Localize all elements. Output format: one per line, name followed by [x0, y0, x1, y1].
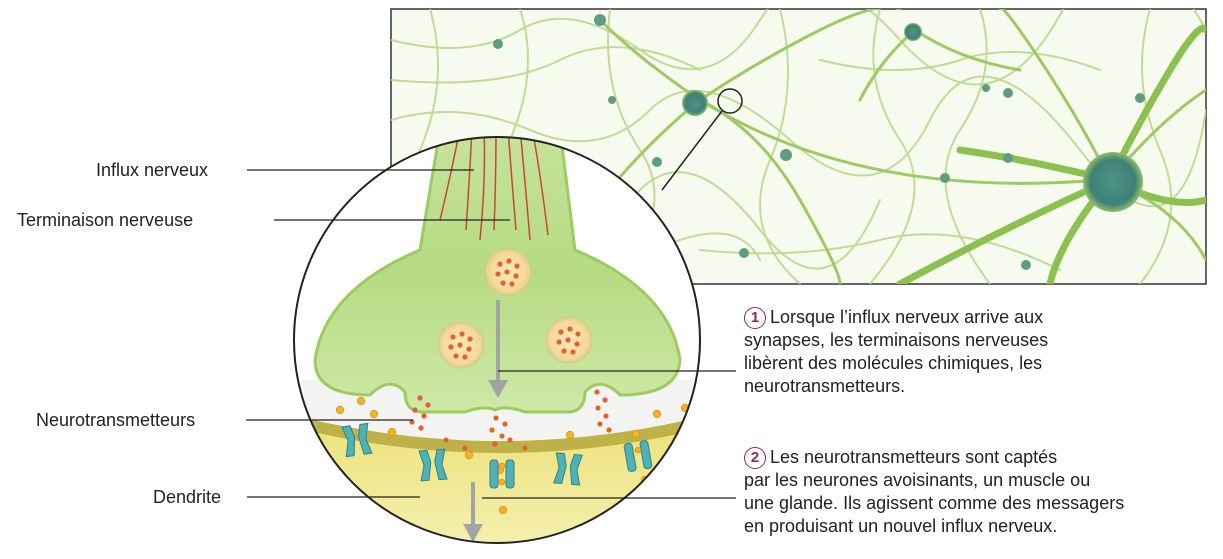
zoom-connector-line — [661, 110, 723, 191]
step-1-text-line-4: neurotransmetteurs. — [744, 376, 906, 396]
release-arrow — [488, 300, 508, 398]
step-1-badge: 1 — [744, 307, 766, 329]
signal-arrow — [463, 482, 483, 542]
label-dendrite: Dendrite — [153, 487, 222, 507]
zoom-indicator-circle — [717, 88, 743, 114]
label-terminaison-nerveuse: Terminaison nerveuse — [17, 210, 194, 230]
step-2-text-line-1: Les neurotransmetteurs sont captés — [770, 447, 1058, 467]
receptors — [341, 422, 653, 489]
neuron-cell-bodies — [466, 14, 1145, 270]
label-influx-nerveux: Influx nerveux — [96, 160, 209, 180]
step-2-text-line-2: par les neurones avoisinants, un muscle … — [744, 470, 1091, 490]
step-2-text-line-4: en produisant un nouvel influx nerveux. — [744, 516, 1058, 536]
label-neurotransmetteurs: Neurotransmetteurs — [36, 410, 196, 430]
leader-lines — [246, 169, 736, 499]
step-1-text-line-2: synapses, les terminaisons nerveuses — [744, 330, 1049, 350]
synaptic-vesicles — [437, 248, 593, 369]
step-2-badge: 2 — [744, 447, 766, 469]
step-1-text-line-3: libèrent des molécules chimiques, les — [744, 353, 1043, 373]
step-2-text-line-3: une glande. Ils agissent comme des messa… — [744, 493, 1125, 513]
step-1-text-line-1: Lorsque l’influx nerveux arrive aux — [770, 307, 1044, 327]
